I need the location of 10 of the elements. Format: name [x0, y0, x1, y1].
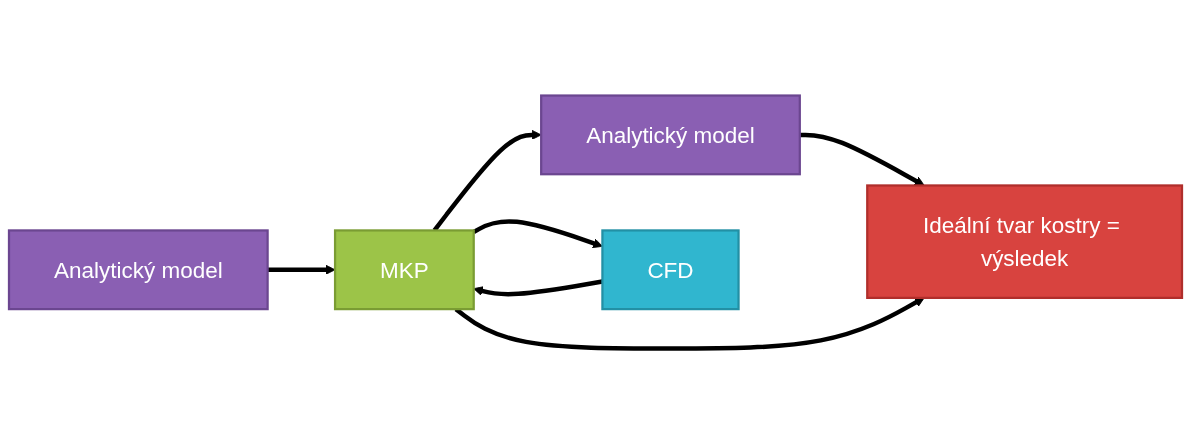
node-box: CFD	[601, 229, 740, 311]
node-box: Ideální tvar kostry = výsledek	[866, 184, 1184, 299]
node-box: MKP	[333, 229, 475, 311]
arrow	[454, 297, 925, 351]
arrow	[472, 219, 603, 249]
node-box: Analytický model	[7, 229, 269, 311]
arrow	[267, 264, 336, 275]
arrow	[799, 132, 925, 186]
arrow	[473, 279, 603, 297]
node-box: Analytický model	[540, 94, 801, 176]
